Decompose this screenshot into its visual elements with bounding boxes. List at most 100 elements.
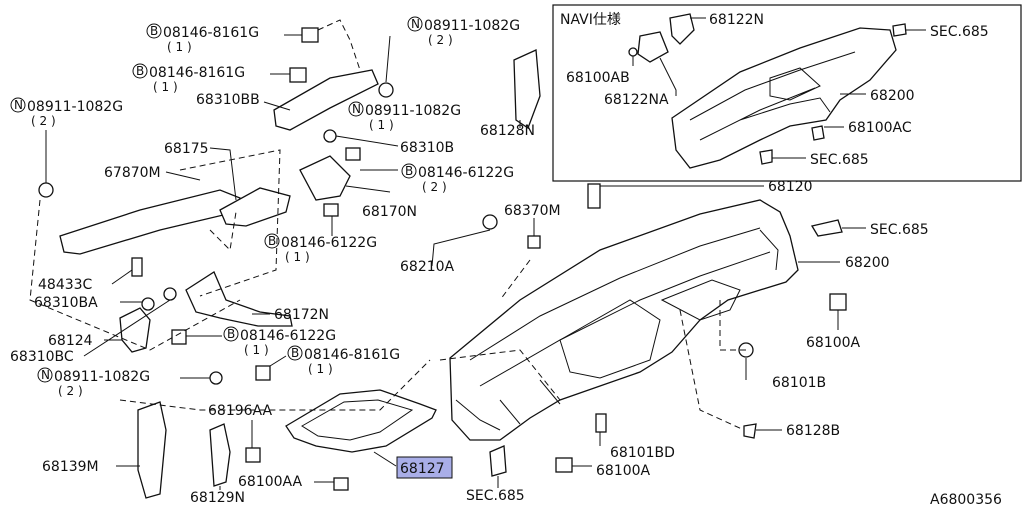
inset-bolt-68100ac (811, 125, 825, 141)
qty-b08146-6122g-c: ( 1 ) (244, 343, 269, 357)
label-68129n: 68129N (190, 490, 245, 506)
label-68127: 68127 (400, 461, 445, 477)
nut-top (378, 82, 394, 98)
label-68100aa: 68100AA (238, 474, 303, 490)
bracket-68128n (513, 49, 541, 129)
leader-48433c (111, 269, 133, 285)
label-68310ba: 68310BA (34, 295, 98, 311)
label-67870m: 67870M (104, 165, 161, 181)
label-b08146-8161g-top: 08146-8161G (163, 25, 259, 41)
nut-letter: N (411, 17, 420, 31)
bolt-6122g-b (323, 203, 339, 217)
bolt-6122g-a (345, 147, 361, 161)
label-sec685-right: SEC.685 (870, 222, 929, 238)
diagram-code: A6800356 (930, 492, 1002, 508)
label-n08911-1082g-left: 08911-1082G (27, 99, 123, 115)
bracket-68170n (299, 155, 351, 201)
clip-68310b (323, 129, 337, 143)
label-n08911-1082g-mid: 08911-1082G (365, 103, 461, 119)
qty-b08146-6122g-b: ( 1 ) (285, 250, 310, 264)
nut-symbol-icon (348, 101, 364, 117)
nut-symbol-icon (407, 16, 423, 32)
labels: B 08146-8161G ( 1 ) B 08146-8161G ( 1 ) … (10, 16, 1002, 508)
nut-symbol-icon (37, 367, 53, 383)
label-68101b: 68101B (772, 375, 826, 391)
bolt-68100a-right (829, 293, 847, 311)
label-68200-main: 68200 (845, 255, 890, 271)
label-inset-68100ac: 68100AC (848, 120, 912, 136)
qty-b08146-8161g-3: ( 1 ) (308, 362, 333, 376)
leader-68310b (335, 135, 399, 147)
qty-n08911-1082g-mid: ( 1 ) (369, 118, 394, 132)
bolt-symbol-icon (223, 326, 239, 342)
clip-68370m (527, 235, 541, 249)
glove-box-68127: 68127 (285, 389, 453, 479)
label-inset-68100ab: 68100AB (566, 70, 630, 86)
label-68100a-bottom: 68100A (596, 463, 651, 479)
leader-inset-68122na (659, 57, 677, 96)
leader-68127 (373, 451, 397, 467)
label-inset-68122n: 68122N (709, 12, 764, 28)
nut-letter: N (41, 368, 50, 382)
label-68310bb: 68310BB (196, 92, 260, 108)
label-sec685-bottom: SEC.685 (466, 488, 525, 504)
label-48433c: 48433C (38, 277, 93, 293)
nut-symbol-icon (10, 97, 26, 113)
inset-frame (552, 4, 1022, 182)
bolt-8161g-3 (255, 365, 271, 381)
label-68310bc: 68310BC (10, 349, 74, 365)
clip-68101bd (595, 413, 607, 433)
label-68196aa: 68196AA (208, 403, 273, 419)
label-68101bd: 68101BD (610, 445, 675, 461)
leader-68210a (431, 229, 491, 267)
crossmember-67870m (59, 189, 241, 255)
leader-68310bc (83, 299, 171, 357)
bolt-symbol-icon (132, 63, 148, 79)
dashboard-detail-2 (559, 279, 741, 379)
guides (29, 19, 746, 431)
qty-b08146-8161g-top: ( 1 ) (167, 40, 192, 54)
leader-n08911-top (385, 35, 391, 83)
label-inset-68122na: 68122NA (604, 92, 669, 108)
label-inset-sec685-bottom: SEC.685 (810, 152, 869, 168)
leaders (45, 34, 866, 490)
clip-48433c (131, 257, 143, 277)
main-dashboard (449, 199, 799, 441)
qty-n08911-1082g-left: ( 2 ) (31, 114, 56, 128)
leader-68175 (209, 147, 237, 201)
nut-left (38, 182, 54, 198)
dashboard-detail-3 (455, 229, 779, 431)
bolt-68100a-bottom (555, 457, 573, 473)
leader-68170n (345, 185, 391, 193)
nut-letter: N (352, 102, 361, 116)
label-n08911-1082g-low: 08911-1082G (54, 369, 150, 385)
label-b08146-8161g-3: 08146-8161G (304, 347, 400, 363)
qty-n08911-1082g-top: ( 2 ) (428, 33, 453, 47)
bolt-letter: B (227, 327, 235, 341)
bolt-symbol-icon (401, 163, 417, 179)
inset-clip-sec685-top (892, 23, 907, 37)
inset-bracket-68122na (637, 31, 669, 63)
dashboard-detail-1 (469, 227, 771, 387)
bracket-68129n (209, 423, 231, 487)
label-68100a-right: 68100A (806, 335, 861, 351)
bracket-68139m (137, 401, 167, 499)
label-68310b: 68310B (400, 140, 454, 156)
left-assembly (59, 49, 541, 499)
inset-dashboard-detail (689, 51, 856, 141)
highlight-68127 (396, 456, 453, 479)
label-68210a: 68210A (400, 259, 455, 275)
nut-low (209, 371, 223, 385)
bolt-letter: B (405, 164, 413, 178)
bolt-6122g-c (171, 329, 187, 345)
bolt-letter: B (268, 234, 276, 248)
clip-sec685-bottom (489, 445, 507, 477)
qty-b08146-8161g-2: ( 1 ) (153, 80, 178, 94)
label-68370m: 68370M (504, 203, 561, 219)
clip-68128b (743, 423, 757, 439)
bolt-letter: B (291, 346, 299, 360)
label-68170n: 68170N (362, 204, 417, 220)
bracket-68172n (185, 271, 293, 327)
leader-68310bb (263, 101, 291, 111)
label-b08146-8161g-2: 08146-8161G (149, 65, 245, 81)
